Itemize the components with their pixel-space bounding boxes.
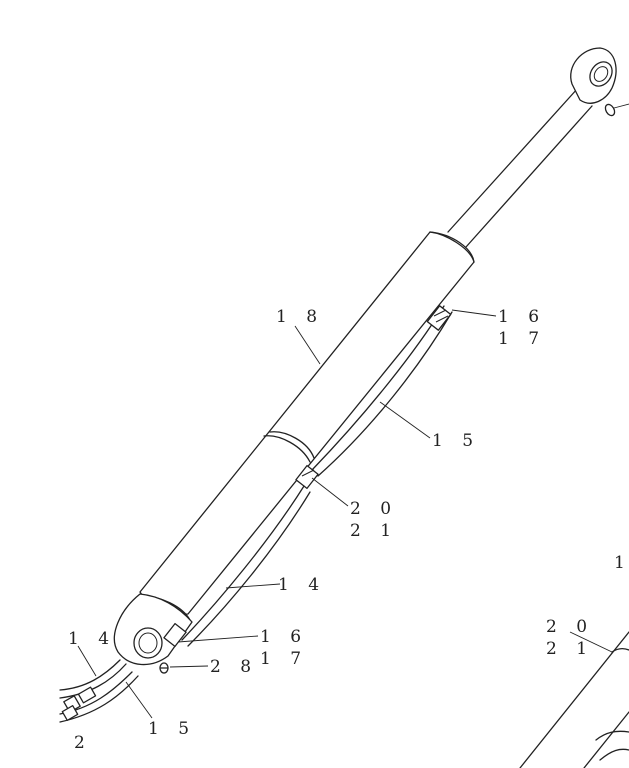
cylinder-barrel [139, 231, 475, 621]
adjacent-assembly-partial [519, 631, 629, 768]
tube-fitting-lower [163, 622, 187, 648]
callout-17-upper: 1 7 [498, 329, 546, 349]
leader-lines [77, 309, 613, 719]
tube-fitting-upper [426, 305, 452, 331]
grease-fitting [159, 662, 169, 674]
callout-16-lower: 1 6 [260, 627, 308, 647]
rod-eye [570, 47, 617, 104]
callout-15-lower: 1 5 [148, 719, 196, 739]
callout-28: 2 8 [210, 657, 258, 677]
callout-2: 2 [74, 733, 92, 753]
cylinder-base-eye [113, 593, 193, 666]
callout-21-middle: 2 1 [350, 521, 398, 541]
hydraulic-tube-lower [181, 485, 311, 647]
callout-16-upper: 1 6 [498, 307, 546, 327]
callout-20-middle: 2 0 [350, 499, 398, 519]
callout-20-right: 2 0 [546, 617, 594, 637]
callout-1: 1 [614, 553, 629, 573]
hydraulic-tube-upper [311, 305, 453, 477]
piston-rod [447, 87, 593, 248]
callout-15-upper: 1 5 [432, 431, 480, 451]
callout-14-middle: 1 4 [278, 575, 326, 595]
rod-eye-pin [604, 103, 629, 117]
callout-14-lower: 1 4 [68, 629, 116, 649]
callout-18: 1 8 [276, 307, 324, 327]
callout-21-right: 2 1 [546, 639, 594, 659]
callout-17-lower: 1 7 [260, 649, 308, 669]
tube-clamp-middle [295, 464, 319, 490]
hydraulic-hoses-lower-left [59, 659, 139, 723]
callout-labels: 1 8 1 6 1 7 1 5 2 0 2 1 1 4 1 6 1 7 2 8 … [68, 307, 629, 753]
